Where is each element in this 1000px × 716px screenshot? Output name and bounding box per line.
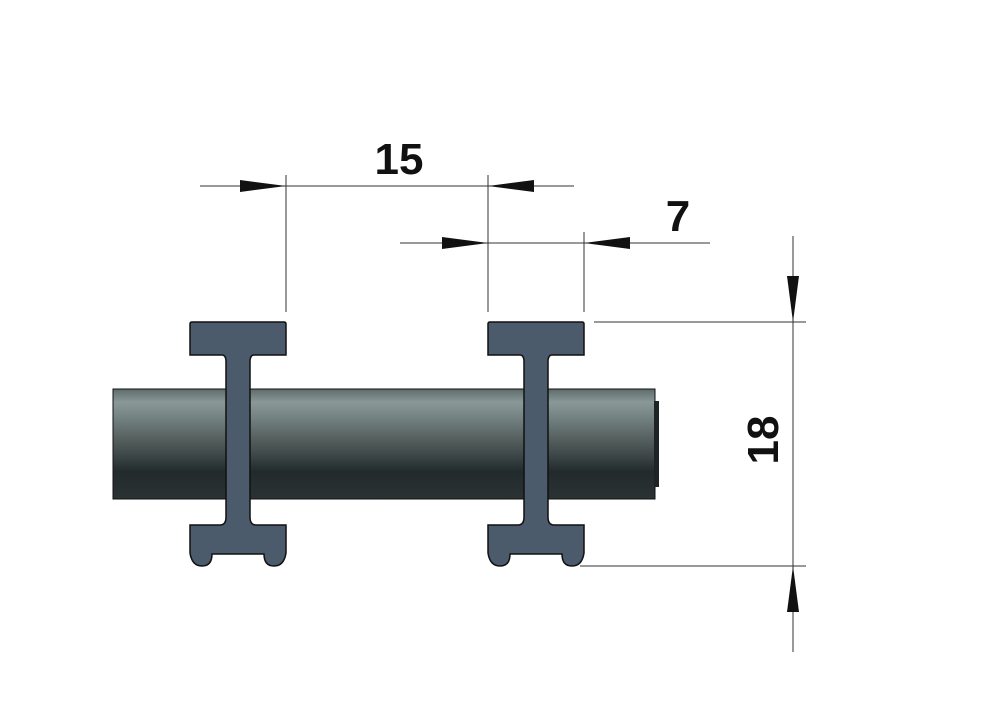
arrow-icon	[442, 237, 488, 249]
dimension-flange: 7	[400, 192, 710, 312]
tube-end-cap	[654, 401, 659, 487]
arrow-icon	[787, 566, 799, 612]
arrow-icon	[488, 180, 534, 192]
arrow-icon	[584, 237, 630, 249]
arrow-icon	[787, 276, 799, 322]
arrow-icon	[240, 180, 286, 192]
dimension-label-height: 18	[739, 416, 788, 465]
tube	[112, 388, 656, 500]
dimension-pitch: 15	[200, 135, 574, 312]
dimension-label-flange: 7	[666, 192, 690, 241]
dimension-label-pitch: 15	[375, 135, 424, 184]
dimension-height: 18	[580, 236, 806, 652]
